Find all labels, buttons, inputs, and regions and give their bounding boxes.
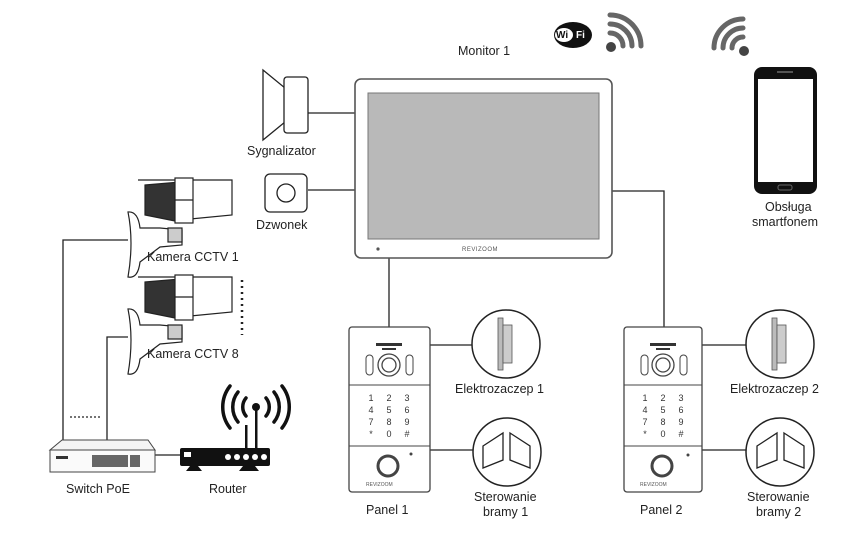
wifi-signal-icon <box>606 12 644 52</box>
camera-8-label: Kamera CCTV 8 <box>147 347 239 361</box>
smartphone-label-line1: Obsługa <box>765 200 812 214</box>
keypad-key: 0 <box>386 429 392 439</box>
keypad-key: 1 <box>368 393 374 403</box>
keypad-key: 4 <box>368 405 374 415</box>
keypad-key: 8 <box>386 417 392 427</box>
keypad-key: 9 <box>678 417 684 427</box>
wifi-signal-phone-icon <box>711 16 749 56</box>
brama-1-label-line1: Sterowanie <box>474 490 537 504</box>
connection-lines <box>62 112 746 456</box>
line-camera8-switch <box>106 336 128 440</box>
keypad-key: 7 <box>642 417 648 427</box>
electric-strike-2-icon <box>745 309 815 379</box>
monitor-brand: REVIZOOM <box>462 247 499 253</box>
router-label: Router <box>209 482 247 496</box>
keypad-key: 1 <box>642 393 648 403</box>
panel-2-icon <box>623 326 703 493</box>
keypad-key: # <box>404 429 410 439</box>
elektrozaczep-2-label: Elektrozaczep 2 <box>730 382 819 396</box>
panel-1-brand: REVIZOOM <box>366 482 393 488</box>
monitor-label: Monitor 1 <box>458 44 511 58</box>
panel-2-keypad: 1 2 3 4 5 6 7 8 9 * 0 # <box>636 393 690 439</box>
keypad-key: 6 <box>678 405 684 415</box>
elektrozaczep-1-label: Elektrozaczep 1 <box>455 382 544 396</box>
brama-2-label-line1: Sterowanie <box>747 490 810 504</box>
gate-1-icon <box>472 417 542 487</box>
keypad-key: 3 <box>404 393 410 403</box>
doorbell-icon <box>264 173 308 213</box>
keypad-key: 2 <box>386 393 392 403</box>
smartphone-icon <box>754 67 817 194</box>
brama-2-label-line2: bramy 2 <box>756 505 802 519</box>
keypad-key: 2 <box>660 393 666 403</box>
cctv-camera-1-icon <box>127 177 233 278</box>
brama-1-label-line2: bramy 1 <box>483 505 529 519</box>
router-icon <box>180 384 292 471</box>
panel-2-label: Panel 2 <box>640 503 683 517</box>
panel-1-keypad: 1 2 3 4 5 6 7 8 9 * 0 # <box>362 393 416 439</box>
electric-strike-1-icon <box>471 309 541 379</box>
sygnalizator-icon <box>262 68 309 142</box>
keypad-key: 5 <box>386 405 392 415</box>
line-camera1-switch <box>62 239 128 440</box>
sygnalizator-label: Sygnalizator <box>247 144 316 158</box>
keypad-key: 0 <box>660 429 666 439</box>
panel-2-brand: REVIZOOM <box>640 482 667 488</box>
keypad-key: * <box>369 429 373 439</box>
keypad-key: * <box>643 429 647 439</box>
keypad-key: # <box>678 429 684 439</box>
cctv-camera-8-icon <box>127 274 233 375</box>
keypad-key: 7 <box>368 417 374 427</box>
line-monitor-panel2 <box>612 190 665 327</box>
keypad-key: 4 <box>642 405 648 415</box>
wifi-logo-icon <box>554 22 592 48</box>
camera-1-label: Kamera CCTV 1 <box>147 250 239 264</box>
keypad-key: 6 <box>404 405 410 415</box>
keypad-key: 3 <box>678 393 684 403</box>
smartphone-label-line2: smartfonem <box>752 215 818 229</box>
panel-1-label: Panel 1 <box>366 503 409 517</box>
wifi-badge-text-left: Wi <box>556 30 569 41</box>
dzwonek-label: Dzwonek <box>256 218 308 232</box>
keypad-key: 9 <box>404 417 410 427</box>
wifi-badge-text-right: Fi <box>576 30 585 41</box>
gate-2-icon <box>745 417 815 487</box>
switch-label: Switch PoE <box>66 482 130 496</box>
monitor-icon <box>354 78 613 259</box>
keypad-key: 8 <box>660 417 666 427</box>
panel-1-icon <box>348 326 431 493</box>
poe-switch-icon <box>48 439 156 473</box>
keypad-key: 5 <box>660 405 666 415</box>
